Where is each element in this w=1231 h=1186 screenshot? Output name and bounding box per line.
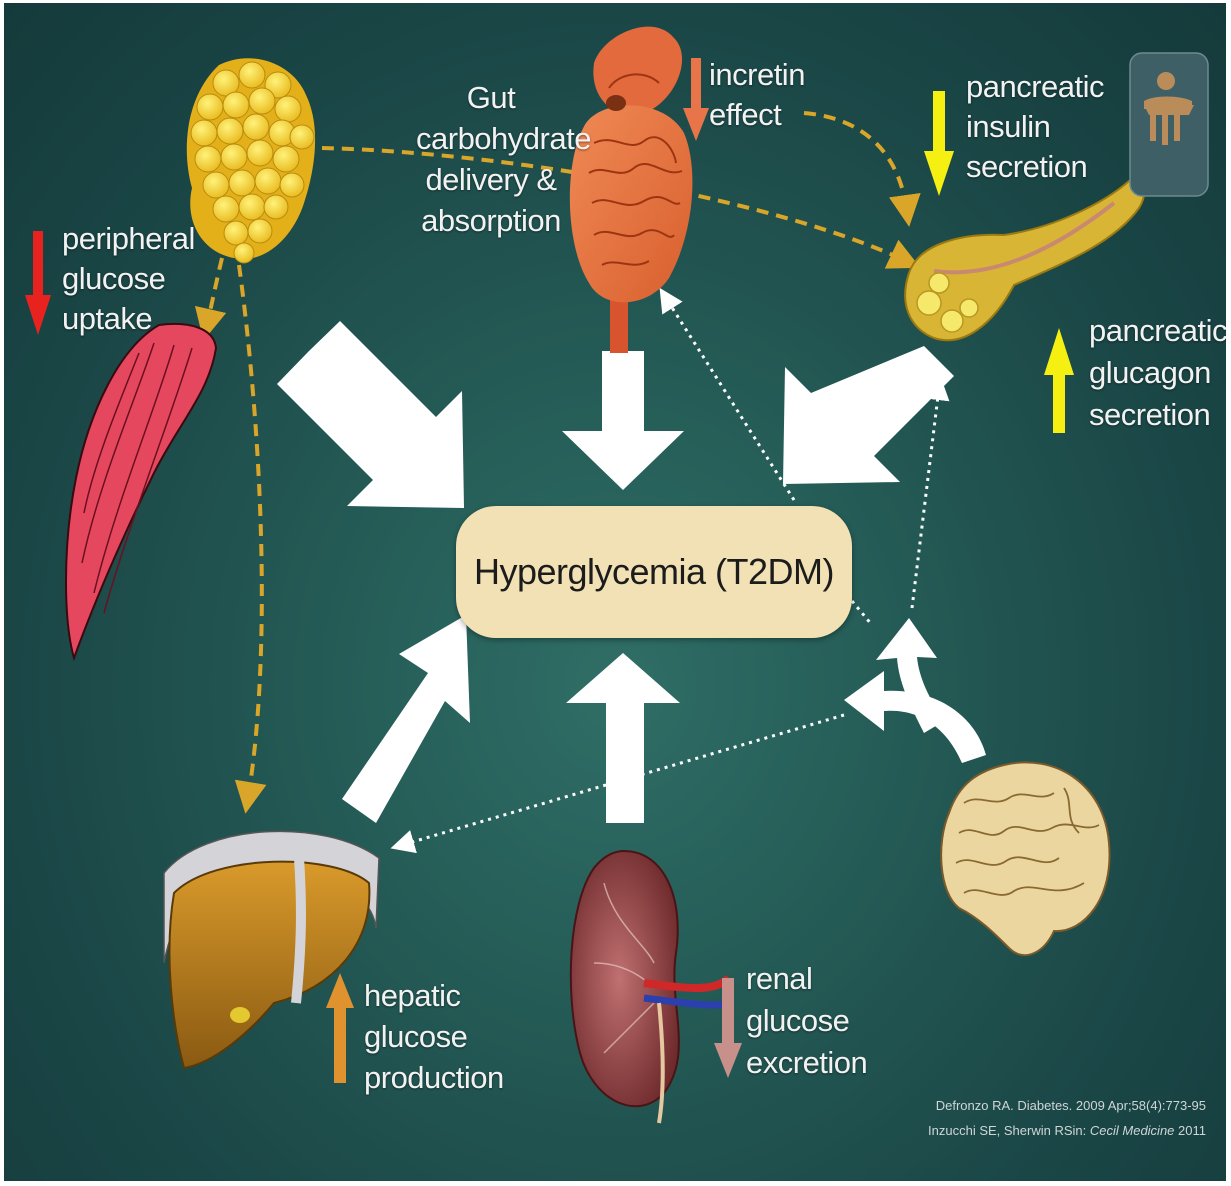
medical-logo-icon <box>1130 53 1208 196</box>
arrow-down-insulin <box>924 91 954 196</box>
arrow-gut-to-center <box>562 351 684 490</box>
hyperglycemia-box: Hyperglycemia (T2DM) <box>456 506 852 638</box>
adipose-tissue-icon <box>187 58 315 263</box>
incretin-label: incretin effect <box>709 55 805 135</box>
arrow-down-renal <box>714 978 742 1078</box>
arrow-down-incretin <box>683 58 709 141</box>
arrow-kidney-to-center <box>566 653 680 823</box>
glucagon-label: pancreatic glucagon secretion <box>1089 310 1226 436</box>
arrow-brain-to-center-up <box>876 618 944 733</box>
incretin-to-pancreas-dash <box>804 113 907 211</box>
citation-line-1: Defronzo RA. Diabetes. 2009 Apr;58(4):77… <box>936 1098 1206 1113</box>
intestine-icon <box>570 27 693 353</box>
arrow-liver-to-center <box>342 615 470 823</box>
center-to-gut-dot <box>666 298 794 500</box>
diagram-canvas: Gut carbohydrate delivery & absorption i… <box>4 3 1226 1181</box>
arrow-up-glucagon <box>1044 328 1074 433</box>
arrow-down-peripheral <box>25 231 51 335</box>
gut-label: Gut carbohydrate delivery & absorption <box>416 77 566 241</box>
hepatic-label: hepatic glucose production <box>364 975 504 1098</box>
muscle-icon <box>66 324 216 658</box>
citation-line-2-prefix: Inzucchi SE, Sherwin RSin: <box>928 1123 1090 1138</box>
citation-line-2-italic: Cecil Medicine <box>1090 1123 1175 1138</box>
fat-to-liver-dash <box>239 265 262 798</box>
brain-icon <box>941 762 1109 955</box>
liver-icon <box>164 831 379 1068</box>
citation-line-2-suffix: 2011 <box>1174 1123 1206 1138</box>
brain-to-pancreas-dot <box>912 388 939 608</box>
insulin-label: pancreatic insulin secretion <box>966 67 1104 187</box>
arrow-fat-to-center <box>277 321 464 508</box>
citation-line-2: Inzucchi SE, Sherwin RSin: Cecil Medicin… <box>928 1123 1206 1138</box>
fat-to-muscle-dash <box>207 258 222 325</box>
citation-line-1-text: Defronzo RA. Diabetes. 2009 Apr;58(4):77… <box>936 1098 1206 1113</box>
renal-label: renal glucose excretion <box>746 958 867 1084</box>
hyperglycemia-title: Hyperglycemia (T2DM) <box>474 551 834 593</box>
kidney-icon <box>571 851 729 1123</box>
peripheral-label: peripheral glucose uptake <box>62 219 195 339</box>
arrow-up-hepatic <box>326 973 354 1083</box>
center-to-brain-dot <box>852 601 872 625</box>
